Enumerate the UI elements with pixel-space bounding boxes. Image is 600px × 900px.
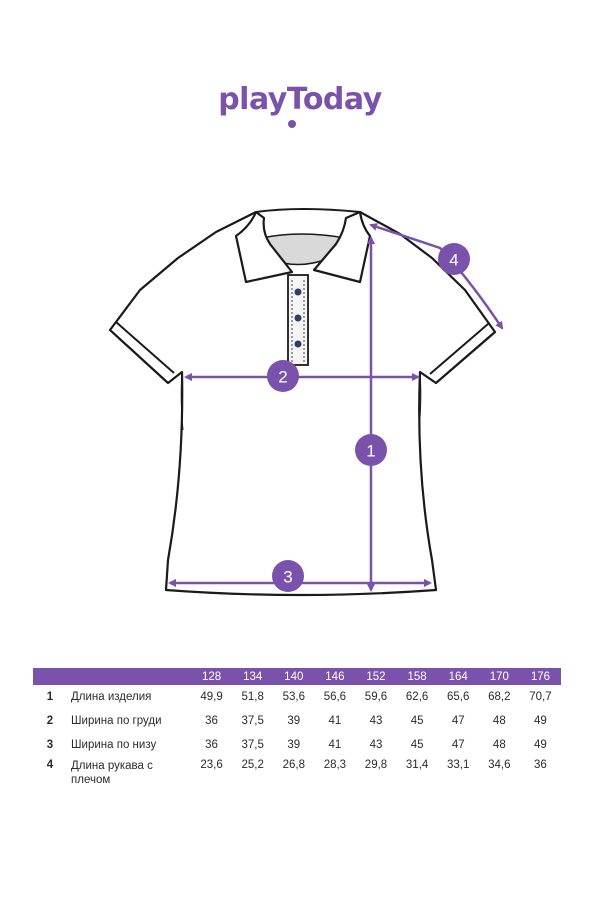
table-cell: 48: [492, 739, 506, 751]
table-cell: 59,6: [364, 691, 388, 703]
badge-hem: [272, 560, 304, 592]
table-cell: 49: [534, 739, 547, 751]
row-index: 4: [46, 759, 54, 771]
row-index: 2: [46, 715, 54, 727]
badge-sleeve: [438, 243, 470, 275]
table-cell: 45: [410, 715, 424, 727]
badge-chest-label: 2: [278, 368, 287, 387]
collar-back: [255, 208, 361, 213]
logo-dot: [288, 120, 296, 128]
row-name: Длина рукава с плечом: [71, 760, 153, 786]
table-cell: 56,6: [323, 691, 347, 703]
row-name: Ширина по низу: [71, 739, 157, 751]
left-cuff: [109, 321, 175, 384]
button-icon: [294, 314, 302, 322]
table-cell: 39: [287, 739, 301, 751]
table-cell: 47: [451, 739, 465, 751]
button-icon: [294, 288, 302, 296]
size-header: 146: [314, 668, 356, 685]
shirt-outline: [108, 211, 497, 597]
table-row: 1 Длина изделия 49,9 51,8 53,6 56,6 59,6…: [33, 685, 561, 709]
table-row: 2 Ширина по груди 36 37,5 39 41 43 45 47…: [33, 709, 561, 733]
table-cell: 43: [369, 715, 383, 727]
size-header: 164: [437, 668, 479, 685]
table-cell: 41: [328, 715, 342, 727]
table-cell: 25,2: [241, 759, 264, 771]
brand-logo: playToday: [218, 82, 382, 117]
table-cell: 36: [534, 759, 547, 771]
collar-right: [312, 210, 372, 284]
table-cell: 53,6: [282, 691, 305, 703]
table-cell: 51,8: [241, 691, 264, 703]
row-name: Ширина по груди: [71, 715, 162, 727]
table-row: 4 Длина рукава с плечом 23,6 25,2 26,8 2…: [33, 757, 561, 791]
size-header: 170: [478, 668, 520, 685]
table-cell: 31,4: [405, 759, 429, 771]
badge-hem-label: 3: [283, 568, 292, 587]
table-cell: 28,3: [323, 759, 347, 771]
table-cell: 62,6: [405, 691, 429, 703]
row-index: 3: [46, 739, 54, 751]
size-header: 140: [273, 668, 315, 685]
table-cell: 65,6: [447, 691, 470, 703]
table-cell: 43: [369, 739, 383, 751]
table-cell: 70,7: [529, 691, 552, 703]
table-cell: 41: [328, 739, 342, 751]
table-cell: 36: [205, 739, 218, 751]
table-row: 3 Ширина по низу 36 37,5 39 41 43 45 47 …: [33, 733, 561, 757]
table-cell: 47: [451, 715, 465, 727]
polo-shirt-diagram: 1 2 3 4: [108, 208, 504, 597]
table-cell: 49,9: [200, 691, 223, 703]
size-header: 158: [396, 668, 438, 685]
table-cell: 36: [205, 715, 218, 727]
size-header: 176: [519, 668, 561, 685]
size-header: 134: [232, 668, 274, 685]
row-name: Длина изделия: [71, 691, 152, 703]
badge-length-label: 1: [366, 442, 375, 461]
badge-length: [355, 434, 387, 466]
header-blank: [33, 668, 67, 685]
size-header: 128: [191, 668, 233, 685]
header-blank: [67, 668, 191, 685]
table-cell: 34,6: [488, 759, 511, 771]
table-cell: 29,8: [364, 759, 388, 771]
table-cell: 26,8: [282, 759, 305, 771]
size-header-row: 128 134 140 146 152 158 164 170 176: [33, 668, 561, 685]
table-cell: 68,2: [488, 691, 511, 703]
table-cell: 49: [534, 715, 547, 727]
table-cell: 33,1: [447, 759, 470, 771]
table-cell: 48: [492, 715, 506, 727]
size-table: 128 134 140 146 152 158 164 170 176 1 Дл…: [33, 668, 561, 791]
badge-sleeve-label: 4: [449, 251, 458, 270]
size-header: 152: [355, 668, 397, 685]
table-cell: 39: [287, 715, 301, 727]
table-cell: 37,5: [241, 715, 264, 727]
table-cell: 45: [410, 739, 424, 751]
table-cell: 23,6: [200, 759, 223, 771]
right-cuff: [429, 323, 496, 384]
badge-chest: [267, 360, 299, 392]
collar-left: [234, 210, 294, 284]
table-cell: 37,5: [241, 739, 264, 751]
button-icon: [294, 340, 302, 348]
row-index: 1: [46, 691, 54, 703]
